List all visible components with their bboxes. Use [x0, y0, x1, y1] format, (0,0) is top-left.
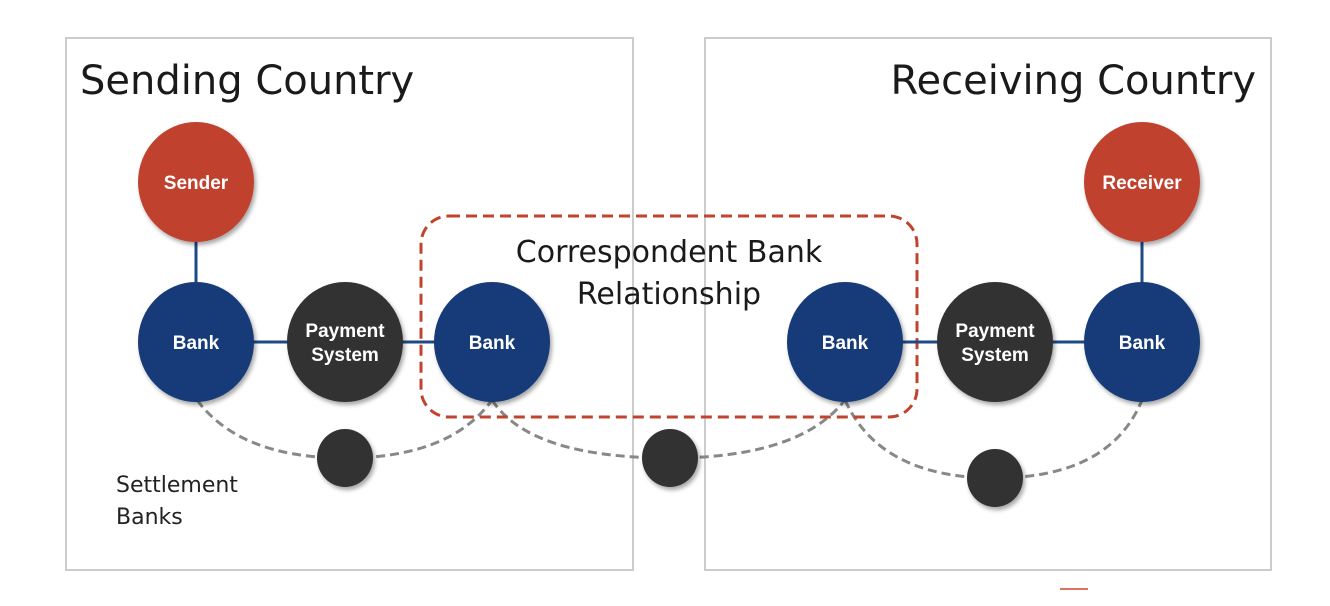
- receiving-country-title: Receiving Country: [891, 58, 1256, 104]
- settlement-banks-label-line2: Banks: [116, 505, 183, 530]
- node-payment-system-sending: Payment System: [287, 282, 403, 402]
- svg-text:Payment: Payment: [955, 321, 1035, 342]
- settlement-bank-2: [642, 429, 698, 487]
- svg-text:System: System: [311, 345, 379, 366]
- svg-text:Payment: Payment: [305, 321, 385, 342]
- settlement-link-1: [195, 399, 494, 460]
- svg-text:System: System: [961, 345, 1029, 366]
- correspondent-label-line2: Relationship: [577, 277, 761, 312]
- node-receiver: Receiver: [1084, 122, 1200, 242]
- sending-country-title: Sending Country: [80, 58, 414, 104]
- svg-text:Receiver: Receiver: [1102, 173, 1182, 194]
- svg-text:Bank: Bank: [469, 333, 516, 354]
- receiving-country-region: [704, 37, 1272, 571]
- node-sender: Sender: [138, 122, 254, 242]
- node-payment-system-receiving: Payment System: [937, 282, 1053, 402]
- settlement-banks-label-line1: Settlement: [116, 473, 238, 498]
- settlement-link-2: [490, 399, 847, 460]
- svg-text:Bank: Bank: [822, 333, 869, 354]
- settlement-link-3: [843, 399, 1144, 480]
- node-correspondent-bank-receiving: Bank: [787, 282, 903, 402]
- settlement-bank-3: [967, 449, 1023, 507]
- correspondent-label-line1: Correspondent Bank: [516, 235, 823, 270]
- correspondent-relationship-box: [419, 214, 919, 419]
- settlement-bank-1: [317, 429, 373, 487]
- sending-country-region: [65, 37, 634, 571]
- svg-text:Bank: Bank: [173, 333, 220, 354]
- svg-text:Sender: Sender: [164, 173, 229, 194]
- node-bank-receiving: Bank: [1084, 282, 1200, 402]
- node-correspondent-bank-sending: Bank: [434, 282, 550, 402]
- node-bank-sending: Bank: [138, 282, 254, 402]
- svg-text:Bank: Bank: [1119, 333, 1166, 354]
